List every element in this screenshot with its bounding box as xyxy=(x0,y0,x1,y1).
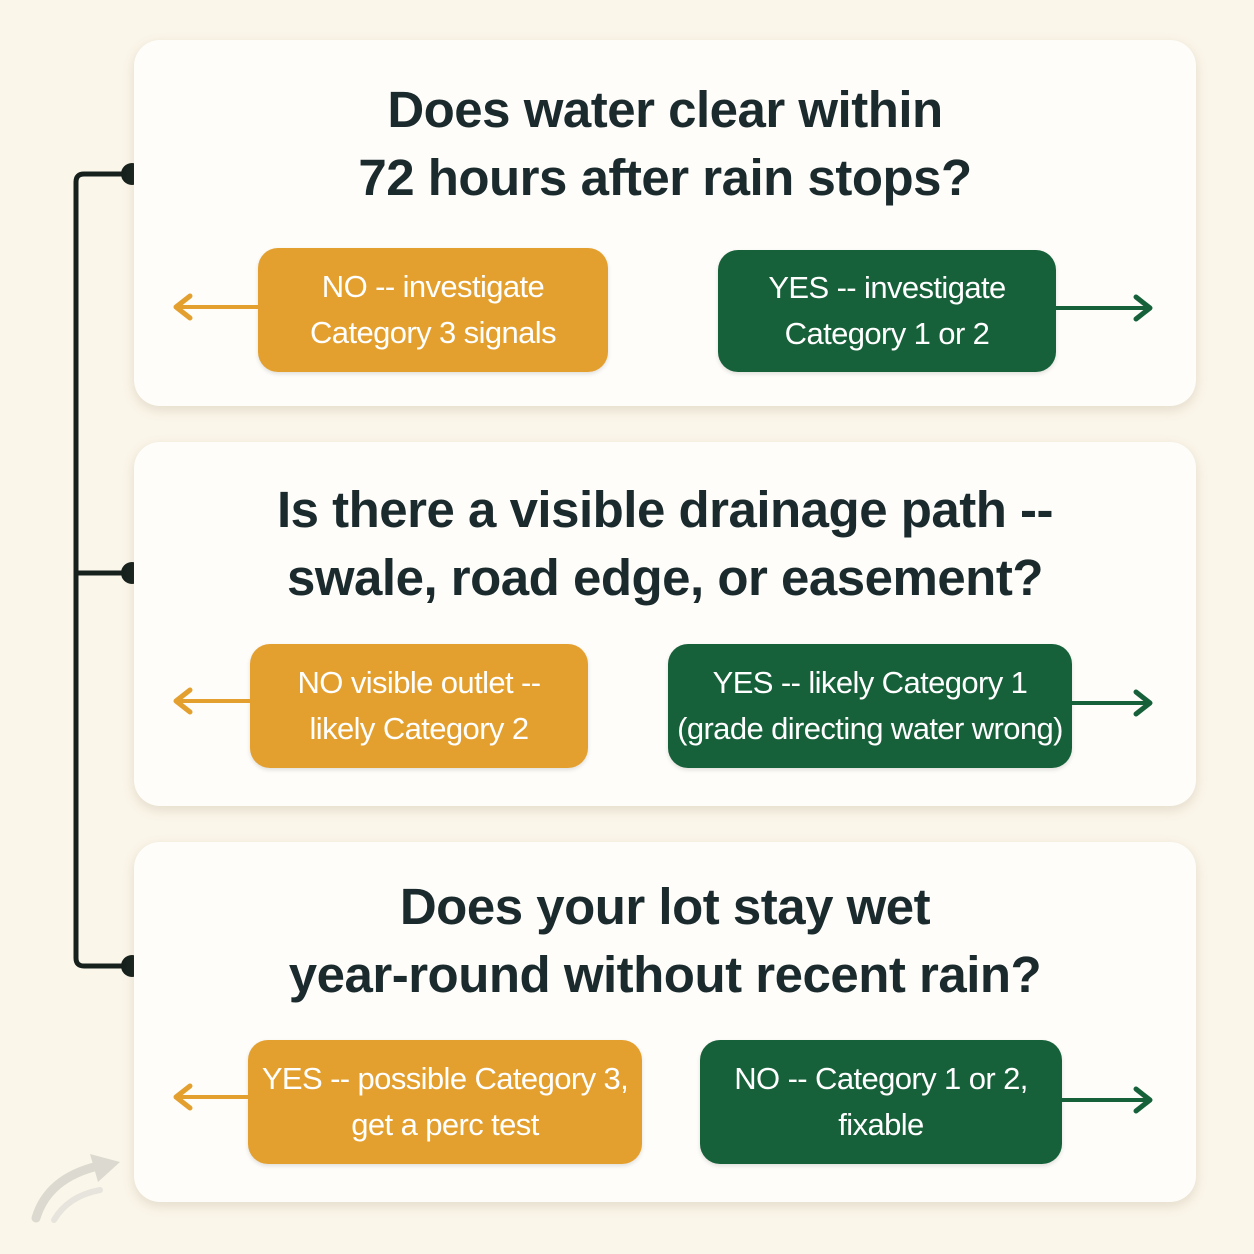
right-arrow-icon xyxy=(1062,1086,1153,1114)
right-arrow-icon xyxy=(1072,689,1153,717)
yes-branch-box: YES -- investigate Category 1 or 2 xyxy=(718,250,1056,372)
no-branch-box: NO visible outlet -- likely Category 2 xyxy=(250,644,588,768)
question-card-2: Is there a visible drainage path -- swal… xyxy=(134,442,1196,806)
no-branch-box: NO -- investigate Category 3 signals xyxy=(258,248,608,372)
question-title: Is there a visible drainage path -- swal… xyxy=(276,481,1054,606)
left-arrow-icon xyxy=(173,293,260,321)
curved-arrow-logo-icon xyxy=(31,1154,120,1223)
yes-branch-box: YES -- likely Category 1 (grade directin… xyxy=(668,644,1072,768)
question-title: Does your lot stay wet year-round withou… xyxy=(288,878,1042,1003)
question-title: Does water clear within 72 hours after r… xyxy=(358,81,972,206)
right-arrow-icon xyxy=(1056,294,1153,322)
yes-branch-box: NO -- Category 1 or 2, fixable xyxy=(700,1040,1062,1164)
no-branch-box: YES -- possible Category 3, get a perc t… xyxy=(248,1040,642,1164)
left-arrow-icon xyxy=(173,687,252,715)
left-arrow-icon xyxy=(173,1083,250,1111)
question-card-1: Does water clear within 72 hours after r… xyxy=(134,40,1196,406)
question-card-3: Does your lot stay wet year-round withou… xyxy=(134,842,1196,1202)
